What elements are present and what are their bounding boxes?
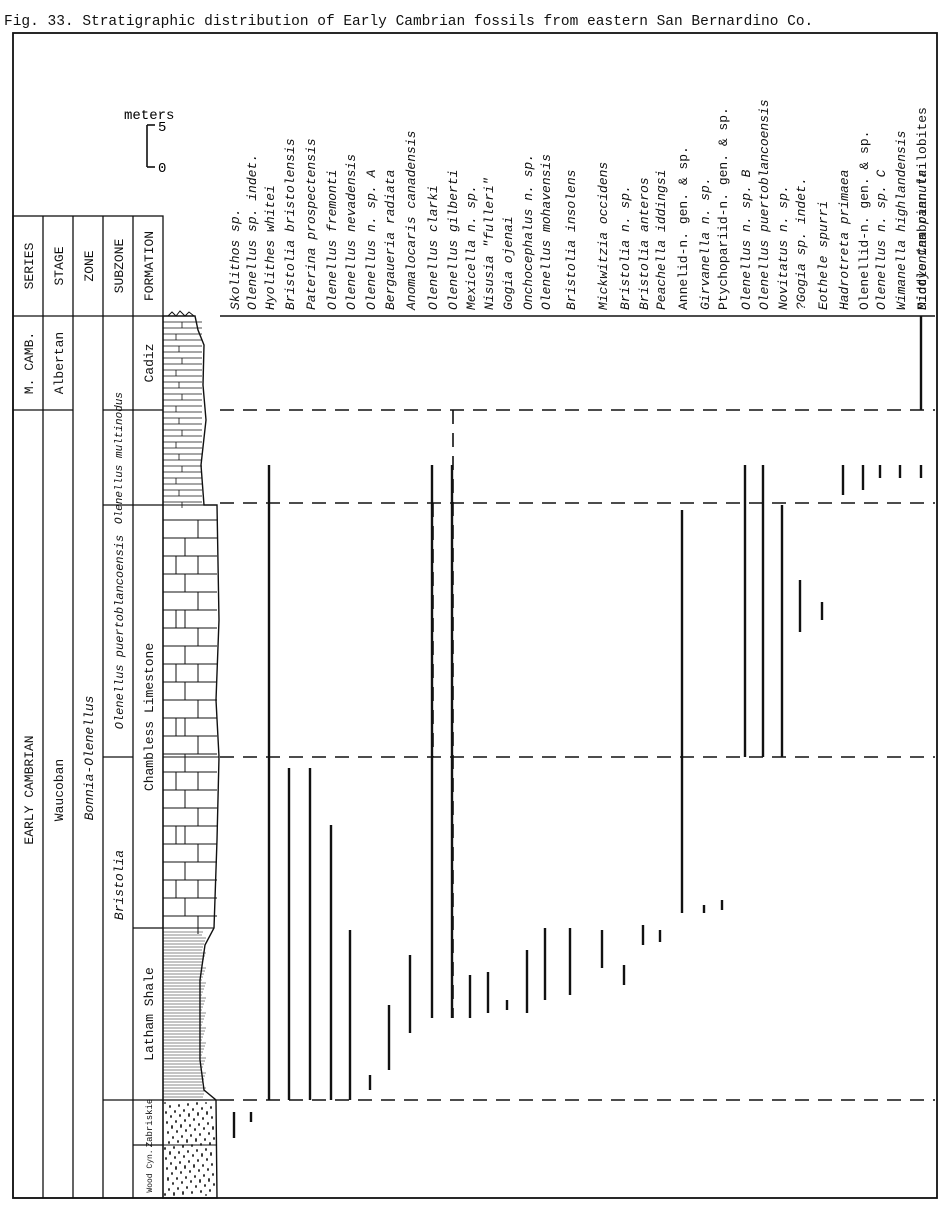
formation-chambless-limestone: Chambless Limestone	[142, 643, 157, 791]
zone-bonnia-olenellus: Bonnia-Olenellus	[82, 696, 97, 821]
taxon-label: Anomalocaris canadensis	[404, 131, 419, 311]
taxon-label: Hadrotreta primaea	[837, 170, 852, 310]
header-series: SERIES	[22, 242, 37, 289]
taxon-label: Olenellus nevadensis	[344, 154, 359, 310]
taxon-label: Olenellus clarki	[426, 185, 441, 310]
taxon-label: Ptychopariid-n. gen. & sp.	[716, 107, 731, 310]
taxon-label: Olenellus n. sp. A	[364, 169, 379, 310]
subzone-multinodus: Olenellus multinodus	[114, 392, 126, 524]
taxon-label: Paterina prospectensis	[304, 138, 319, 310]
taxon-label: Bristolia insolens	[564, 170, 579, 310]
taxon-label: Mickwitzia occidens	[596, 162, 611, 310]
taxon-label: Olenellus n. sp. C	[874, 169, 889, 310]
header-stage: STAGE	[52, 246, 67, 285]
taxon-label: Bristolia n. sp.	[618, 185, 633, 310]
taxon-label: Dictyonina pannula	[915, 170, 930, 310]
taxon-label: Gogia ojenai	[501, 216, 516, 310]
figure-caption: Fig. 33. Stratigraphic distribution of E…	[4, 14, 814, 30]
range-bars	[232, 316, 923, 1138]
header-subzone: SUBZONE	[112, 238, 127, 293]
taxon-label: Bergaueria radiata	[383, 170, 398, 310]
taxon-label: Olenellus n. sp. B	[739, 169, 754, 310]
formation-cadiz: Cadiz	[142, 343, 157, 382]
taxon-label: Olenellid-n. gen. & sp.	[857, 131, 872, 310]
series-middle-cambrian: M. CAMB.	[22, 332, 37, 394]
taxon-label: Olenellus gilberti	[446, 170, 461, 310]
taxon-label: Middle Cambrian trilobites	[915, 107, 930, 310]
scale-bar: meters 5 0	[124, 108, 174, 177]
stage-waucoban: Waucoban	[52, 759, 67, 821]
header-formation: FORMATION	[142, 231, 157, 301]
taxon-label: Peachella iddingsi	[654, 170, 669, 310]
scale-label: meters	[124, 108, 174, 124]
taxon-label: Nisusia "fulleri"	[482, 177, 497, 310]
taxon-label: Onchocephalus n. sp.	[521, 154, 536, 310]
taxon-label: Mexicella n. sp.	[464, 185, 479, 310]
taxon-label: Bristolia anteros	[637, 177, 652, 310]
taxa-labels: Skolithos sp.Olenellus sp. indet.Hyolith…	[228, 99, 930, 311]
subzone-puertoblancoensis: Olenellus puertoblancoensis	[113, 535, 127, 729]
taxon-label: Annelid-n. gen. & sp.	[676, 146, 691, 310]
subzone-bristolia: Bristolia	[112, 850, 127, 920]
taxon-label: Olenellus fremonti	[325, 170, 340, 310]
taxon-label: Skolithos sp.	[228, 209, 243, 310]
taxon-label: Novitatus n. sp.	[776, 185, 791, 310]
taxon-label: Olenellus mohavensis	[539, 154, 554, 310]
header-zone: ZONE	[82, 250, 97, 281]
taxon-label: Bristolia bristolensis	[283, 138, 298, 310]
series-early-cambrian: EARLY CAMBRIAN	[22, 735, 37, 844]
scale-bottom-label: 0	[158, 161, 166, 177]
formation-zabriskie: Zabriskie	[145, 1099, 155, 1148]
taxon-label: Wimanella highlandensis	[894, 131, 909, 310]
taxon-label: Girvanella n. sp.	[698, 177, 713, 310]
formation-wood-canyon: Wood Cyn.	[146, 1149, 155, 1192]
taxon-label: Olenellus sp. indet.	[245, 154, 260, 310]
stage-albertan: Albertan	[52, 332, 67, 394]
taxon-label: ?Gogia sp. indet.	[794, 177, 809, 310]
taxon-label: Eothele spurri	[816, 201, 831, 310]
lithologic-column	[162, 310, 220, 1199]
taxon-label: Olenellus puertoblancoensis	[757, 99, 772, 310]
taxon-label: Hyolithes whitei	[263, 185, 278, 310]
formation-latham-shale: Latham Shale	[142, 967, 157, 1061]
scale-top-label: 5	[158, 120, 166, 136]
boundary-lines	[220, 409, 935, 1101]
